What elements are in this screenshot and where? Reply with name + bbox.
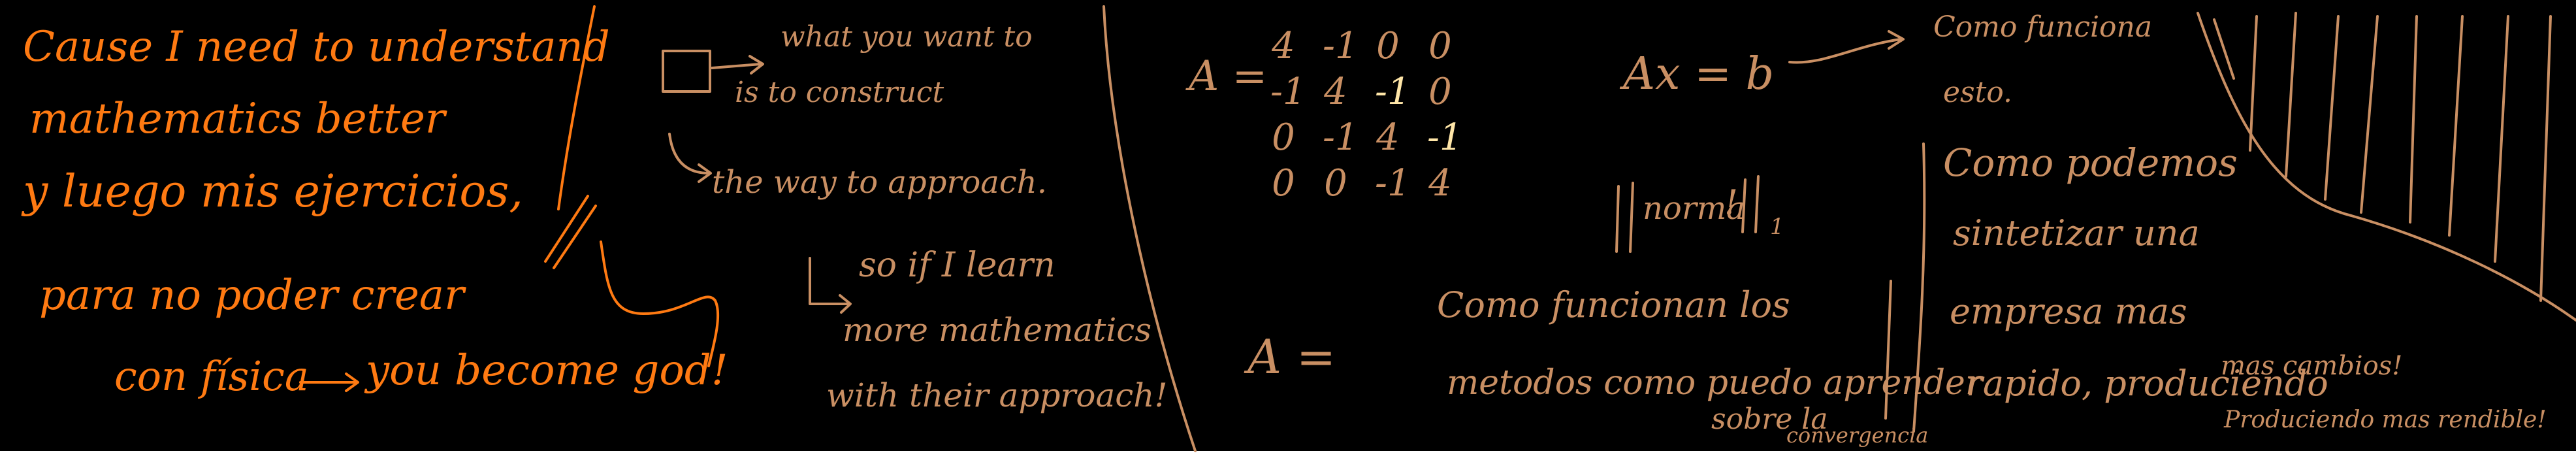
panel1-line3: y luego mis ejercicios, <box>23 166 523 218</box>
panel2-learn-line1: so if I learn <box>859 246 1055 285</box>
learn-hook-stroke <box>809 257 852 314</box>
matrix-cell: -1 <box>1427 116 1463 159</box>
box-arrow-stroke <box>711 55 764 75</box>
matrix-cell: 0 <box>1376 24 1400 67</box>
convergencia-label: convergencia <box>1786 423 1929 448</box>
matrix-cell: -1 <box>1323 116 1359 159</box>
matrix-row: 0 0 -1 4 <box>1270 160 1453 206</box>
hatch-lines <box>2213 12 2552 302</box>
panel4-line3: empresa mas <box>1950 291 2187 332</box>
arrow-to-god-stroke <box>299 373 359 392</box>
matrix-cell: 4 <box>1376 116 1400 159</box>
matrix-cell: 4 <box>1324 70 1347 113</box>
square-icon <box>662 50 711 93</box>
ax-equation: Ax = b <box>1623 48 1775 100</box>
matrix-cell: 0 <box>1428 70 1452 113</box>
norma-bars-left <box>1615 182 1634 253</box>
norma-label: norma <box>1643 190 1745 227</box>
metodos-line: metodos como puedo aprender <box>1447 363 1982 403</box>
matrix-label: A = <box>1189 52 1268 101</box>
matrix-cell: 0 <box>1272 116 1295 159</box>
matrix-cell: -1 <box>1375 161 1411 205</box>
panel4-line2: sintetizar una <box>1953 212 2200 254</box>
divider-stroke-2 <box>1912 142 1926 433</box>
panel2-box-note-line1: what you want to <box>781 20 1033 54</box>
bottom-a-label: A = <box>1248 329 1336 384</box>
panel4-line4: rapido, produciendo <box>1966 363 2328 404</box>
panel1-arrow-text: you become god! <box>366 346 728 395</box>
matrix-cell: 0 <box>1272 161 1295 205</box>
como-funciona-2: esto. <box>1943 76 2013 109</box>
panel4-line5: mas cambios! <box>2221 351 2403 381</box>
panel1-line4: para no poder crear <box>39 271 464 320</box>
matrix-cell: 4 <box>1272 24 1295 67</box>
panel1-line1: Cause I need to understand <box>23 23 610 71</box>
sobre-bar <box>1884 280 1892 420</box>
norma-bang: ! <box>1724 184 1738 223</box>
approach-arrow-stroke <box>668 133 712 183</box>
matrix-cell: -1 <box>1323 24 1359 67</box>
matrix-cell: -1 <box>1270 70 1306 113</box>
panel1-line5: con física <box>114 352 309 400</box>
matrix-cell: 0 <box>1428 24 1452 67</box>
divider-stroke-1 <box>1103 5 1197 452</box>
matrix-row: 0 -1 4 -1 <box>1270 114 1463 160</box>
panel4-line1: Como podemos <box>1943 141 2238 185</box>
como-funciona-1: Como funciona <box>1933 10 2153 44</box>
matrix-cell: 0 <box>1324 161 1347 205</box>
panel4-line6: Produciendo mas rendible! <box>2224 406 2547 433</box>
panel2-learn-line3: with their approach! <box>826 376 1168 414</box>
slash-stroke <box>557 5 596 210</box>
matrix-row: -1 4 -1 0 <box>1270 69 1453 114</box>
panel2-learn-line2: more mathematics <box>843 311 1151 349</box>
panel2-box-note-line2: is to construct <box>735 76 944 109</box>
arrow-loop-stroke <box>600 240 720 367</box>
matrix-cell: 4 <box>1428 161 1452 205</box>
norma-subscript: 1 <box>1770 214 1784 240</box>
norma-bars-right <box>1741 175 1760 233</box>
double-slash-stroke <box>544 195 597 269</box>
matrix-row: 4 -1 0 0 <box>1270 23 1453 69</box>
hatch-arc-stroke <box>2197 12 2576 322</box>
matrix-a: 4 -1 0 0 -1 4 -1 0 0 -1 4 -1 0 0 -1 4 <box>1270 23 1463 206</box>
como-funcionan: Como funcionan los <box>1437 284 1790 325</box>
ax-arrow-stroke <box>1788 30 1905 64</box>
panel2-approach: the way to approach. <box>712 164 1047 201</box>
sobre-label: sobre la <box>1711 403 1828 436</box>
matrix-cell: -1 <box>1375 70 1411 113</box>
panel1-line2: mathematics better <box>29 95 445 143</box>
